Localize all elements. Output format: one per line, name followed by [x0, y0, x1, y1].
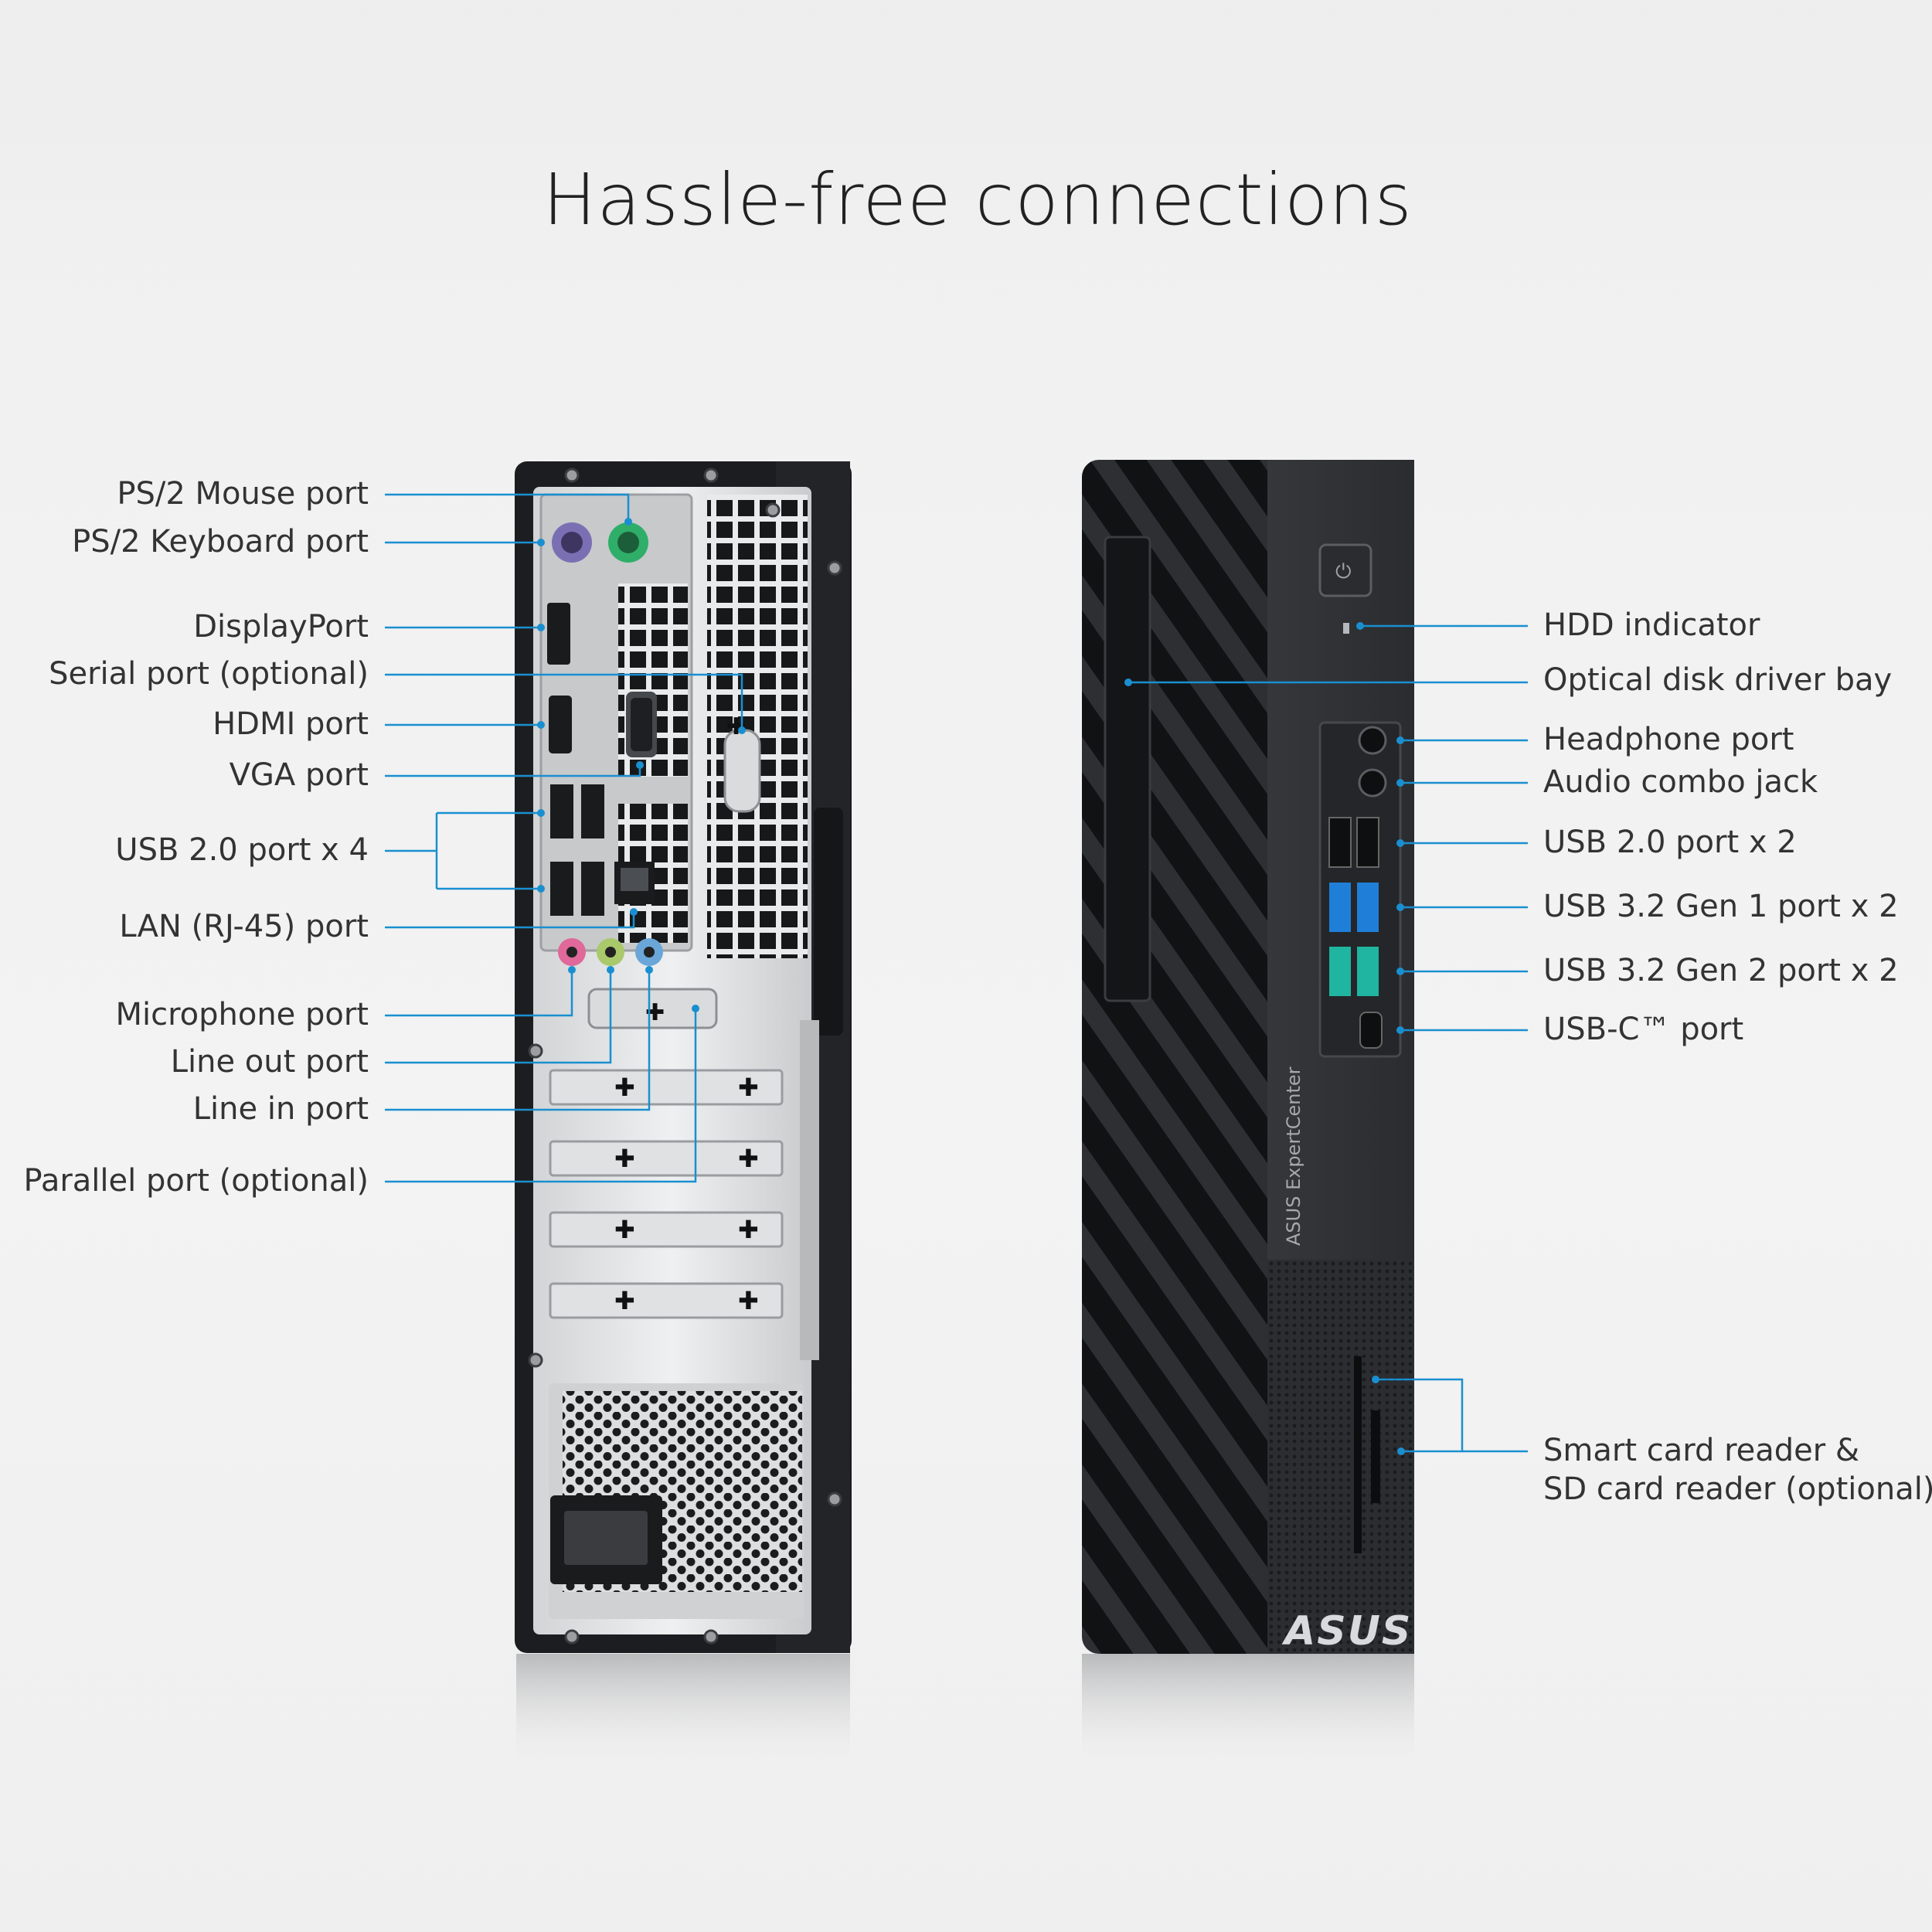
callout-lines: [385, 493, 1528, 1453]
label-ps2-keyboard: PS/2 Keyboard port: [72, 524, 369, 560]
front-brand-text: ASUS ExpertCenter: [1283, 1066, 1304, 1246]
label-odd: Optical disk driver bay: [1543, 662, 1893, 698]
label-hdmi: HDMI port: [213, 706, 369, 742]
label-card-reader-line2: SD card reader (optional): [1543, 1471, 1932, 1507]
label-vga: VGA port: [229, 757, 369, 793]
label-headphone: Headphone port: [1543, 722, 1794, 757]
label-ps2-mouse: PS/2 Mouse port: [117, 476, 369, 512]
label-usb32g2: USB 3.2 Gen 2 port x 2: [1543, 953, 1899, 988]
label-usb20-x2: USB 2.0 port x 2: [1543, 825, 1797, 860]
label-usb32g1: USB 3.2 Gen 1 port x 2: [1543, 889, 1899, 924]
label-lan: LAN (RJ-45) port: [119, 909, 369, 944]
svg-text:✚: ✚: [738, 1073, 759, 1102]
svg-text:✚: ✚: [614, 1144, 635, 1173]
label-mic: Microphone port: [115, 997, 369, 1032]
svg-text:✚: ✚: [738, 1286, 759, 1315]
svg-text:✚: ✚: [614, 1073, 635, 1102]
label-line-in: Line in port: [192, 1091, 369, 1127]
label-parallel: Parallel port (optional): [23, 1163, 369, 1199]
label-usb20-x4: USB 2.0 port x 4: [115, 832, 369, 868]
label-card-reader-line1: Smart card reader &: [1543, 1433, 1860, 1468]
front-view-chassis: ⏻ ASUS ExpertCenter ASUS: [1082, 460, 1414, 1770]
label-audio-combo: Audio combo jack: [1543, 764, 1818, 800]
label-displayport: DisplayPort: [193, 609, 369, 645]
label-line-out: Line out port: [170, 1044, 369, 1080]
svg-text:✚: ✚: [738, 1144, 759, 1173]
rear-view-chassis: ✚ ✚ ✚ ✚ ✚ ✚ ✚ ✚ ✚ ✚: [515, 461, 852, 1770]
svg-text:✚: ✚: [614, 1215, 635, 1244]
callout-dots: [537, 518, 1405, 1455]
label-usbc: USB-C™ port: [1543, 1012, 1744, 1047]
label-serial: Serial port (optional): [49, 656, 369, 692]
svg-text:⏻: ⏻: [1335, 560, 1352, 583]
asus-logo: ASUS: [1281, 1608, 1412, 1655]
label-hdd: HDD indicator: [1543, 607, 1760, 643]
svg-text:✚: ✚: [614, 1286, 635, 1315]
page-title: Hassle-free connections: [543, 158, 1413, 241]
svg-text:✚: ✚: [738, 1215, 759, 1244]
